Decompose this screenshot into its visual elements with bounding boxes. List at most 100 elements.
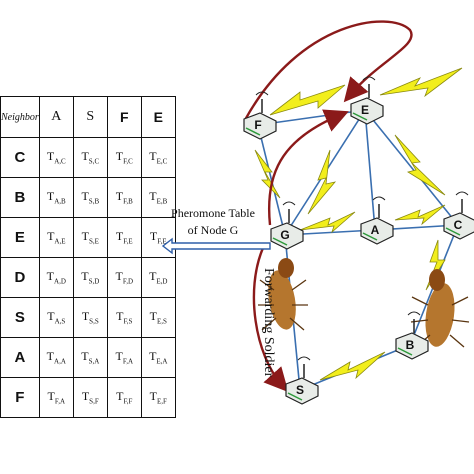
table-cell: TA,S — [38, 297, 74, 338]
cell-subscript: A,B — [54, 197, 66, 206]
status-led-icon — [272, 237, 288, 246]
table-cell: TA,B — [38, 177, 74, 218]
cell-subscript: E,C — [156, 157, 168, 166]
cell-symbol: T — [116, 309, 124, 324]
cell-symbol: T — [81, 269, 89, 284]
nodes: F E G A C B S — [243, 76, 474, 405]
cell-subscript: A,A — [54, 357, 66, 366]
cell-symbol: T — [149, 189, 157, 204]
router-node: S — [285, 356, 319, 405]
table-cell: TA,E — [38, 217, 74, 258]
cell-symbol: T — [47, 309, 55, 324]
cell-subscript: A,S — [54, 317, 66, 326]
table-cell: TE,B — [140, 177, 176, 218]
node-label: S — [296, 383, 304, 397]
cell-symbol: T — [115, 189, 124, 204]
status-led-icon — [397, 347, 413, 356]
cell-subscript: F,D — [122, 277, 134, 286]
signal-icon — [297, 356, 311, 361]
caption-arrow — [161, 237, 271, 255]
table-cell: TS,D — [72, 257, 108, 298]
cell-subscript: S,C — [88, 157, 100, 166]
router-node: G — [270, 201, 304, 250]
link — [364, 109, 376, 231]
cell-symbol: T — [115, 149, 124, 164]
status-led-icon — [362, 232, 378, 241]
cell-subscript: A,D — [54, 277, 66, 286]
status-led-icon — [245, 127, 261, 136]
lightning-bolt — [394, 204, 446, 226]
lightning-bolt — [254, 149, 281, 199]
signal-icon — [407, 311, 421, 316]
lightning-bolt — [394, 134, 446, 196]
router-icon — [270, 222, 304, 250]
lightning-bolt — [269, 84, 346, 116]
table-cell: TE,A — [140, 337, 176, 378]
cell-subscript: S,B — [88, 197, 100, 206]
cell-subscript: A,C — [54, 157, 66, 166]
cell-subscript: F,S — [123, 317, 133, 326]
cell-subscript: S,D — [88, 277, 100, 286]
cell-symbol: T — [116, 389, 124, 404]
cell-symbol: T — [81, 389, 90, 404]
forward-arrow — [243, 20, 413, 121]
table-cell: TF,S — [106, 297, 142, 338]
node-label: G — [280, 228, 289, 242]
row-header: C — [0, 137, 40, 178]
cell-subscript: S,A — [88, 357, 100, 366]
cell-subscript: F,F — [123, 397, 133, 406]
table-cell: TE,D — [140, 257, 176, 298]
table-cell: TF,E — [106, 217, 142, 258]
lightning-bolt — [299, 211, 356, 234]
cell-subscript: S,E — [88, 237, 99, 246]
signal-icon — [362, 76, 376, 81]
signal-icon — [455, 191, 469, 196]
status-led-icon — [352, 112, 368, 121]
router-node: A — [360, 196, 394, 245]
table-header-row: Neighbor A S F E — [0, 96, 176, 138]
cell-subscript: E,A — [156, 357, 168, 366]
cell-symbol: T — [46, 349, 55, 364]
node-label: A — [371, 223, 380, 237]
cell-symbol: T — [149, 309, 157, 324]
cell-subscript: F,A — [54, 397, 66, 406]
router-node: C — [443, 191, 474, 240]
cell-symbol: T — [46, 189, 55, 204]
lightning-bolt — [425, 239, 446, 291]
signal-icon — [282, 201, 296, 206]
node-label: F — [254, 118, 261, 132]
table-cell: TE,F — [140, 377, 176, 418]
col-header: E — [140, 96, 176, 138]
forward-arrow — [252, 247, 289, 393]
cell-subscript: F,E — [157, 237, 167, 246]
cell-subscript: F,A — [122, 357, 134, 366]
cell-subscript: E,B — [156, 197, 168, 206]
cell-symbol: T — [149, 269, 157, 284]
signal-icon — [255, 91, 269, 96]
forward-arrow — [268, 109, 349, 226]
cell-subscript: E,F — [156, 397, 167, 406]
table-cell: TS,F — [72, 377, 108, 418]
cell-symbol: T — [47, 229, 55, 244]
node-label: E — [361, 103, 369, 117]
caption-line: Pheromone Table — [171, 206, 255, 220]
cell-symbol: T — [115, 229, 124, 244]
termite-label: Forwarding Soldier — [261, 268, 276, 378]
status-led-icon — [445, 227, 461, 236]
cell-subscript: F,B — [123, 197, 133, 206]
table-cell: TA,A — [38, 337, 74, 378]
cell-subscript: F,E — [123, 237, 133, 246]
router-node: B — [395, 311, 429, 360]
row-header: B — [0, 177, 40, 218]
termite — [258, 258, 308, 331]
node-label: C — [454, 218, 463, 232]
cell-symbol: T — [47, 389, 55, 404]
table-cell: TS,A — [72, 337, 108, 378]
table-cell: TE,C — [140, 137, 176, 178]
